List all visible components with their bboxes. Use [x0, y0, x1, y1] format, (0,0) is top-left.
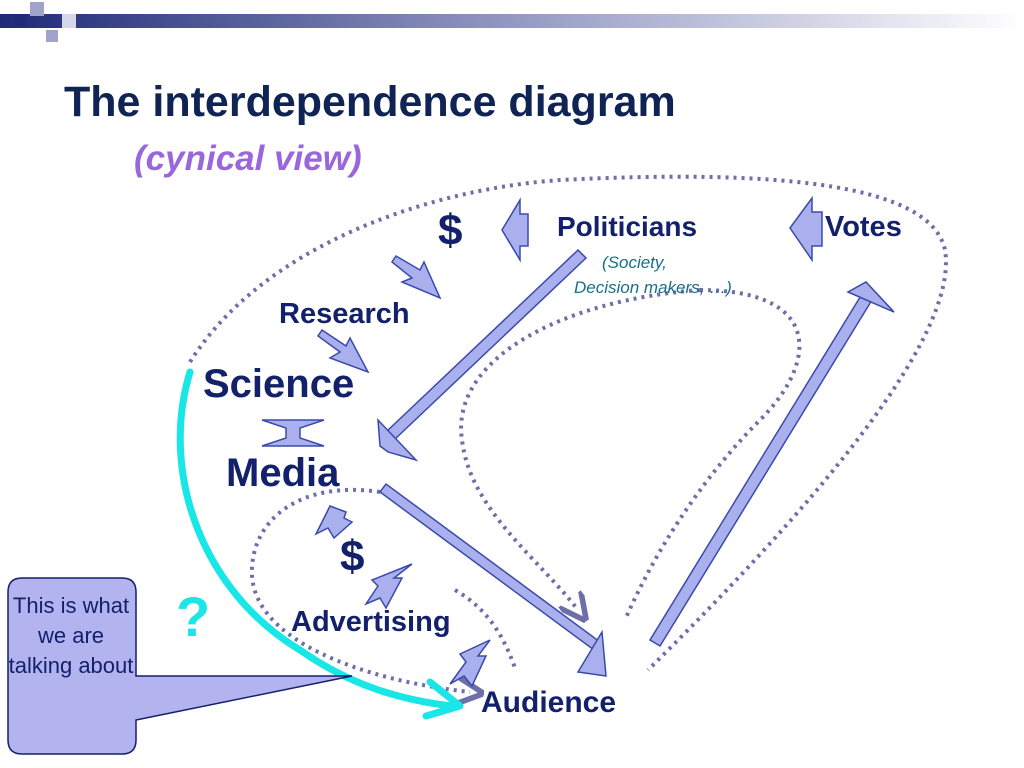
- arrow-science-media-exchange: [261, 419, 325, 447]
- arrow-money-to-research: [390, 254, 442, 300]
- small-dotted-loop: [249, 487, 470, 692]
- arrow-audience-to-votes: [648, 281, 895, 648]
- node-science: Science: [203, 362, 355, 406]
- arrow-money-to-media: [314, 505, 354, 540]
- node-votes: Votes: [825, 211, 902, 243]
- slide-title: The interdependence diagram: [64, 78, 676, 126]
- node-media: Media: [226, 451, 340, 495]
- callout-bubble: [7, 577, 353, 755]
- header-decoration: [0, 2, 1024, 42]
- politicians-note-line1: (Society,: [602, 253, 667, 272]
- small-dotted-loop-right: [454, 588, 517, 669]
- money-symbol-top: $: [438, 206, 463, 255]
- inner-dotted-return: [459, 288, 701, 610]
- arrow-research-to-science: [316, 328, 370, 374]
- arrow-politicians-to-media: [377, 248, 588, 462]
- node-research: Research: [279, 298, 410, 330]
- arrow-advertising-to-money: [363, 563, 413, 610]
- inner-dotted-arch: [623, 288, 802, 621]
- node-politicians: Politicians: [557, 211, 698, 242]
- node-audience: Audience: [481, 686, 617, 719]
- highlight-arrow-science-to-audience: [176, 368, 464, 720]
- arrow-media-to-audience: [378, 482, 607, 677]
- question-mark: ?: [176, 585, 211, 648]
- politicians-note-line2: Decision makers, …): [574, 278, 732, 297]
- node-advertising: Advertising: [291, 606, 451, 638]
- callout-text: This is what we are talking about: [8, 593, 134, 678]
- arrow-votes-to-politicians: [789, 195, 823, 263]
- politicians-note: (Society, Decision makers, …): [574, 250, 732, 300]
- slide-subtitle: (cynical view): [134, 139, 362, 178]
- money-symbol-mid: $: [340, 532, 365, 581]
- arrow-politicians-to-money: [501, 197, 529, 263]
- arrow-audience-to-advertising: [449, 639, 491, 688]
